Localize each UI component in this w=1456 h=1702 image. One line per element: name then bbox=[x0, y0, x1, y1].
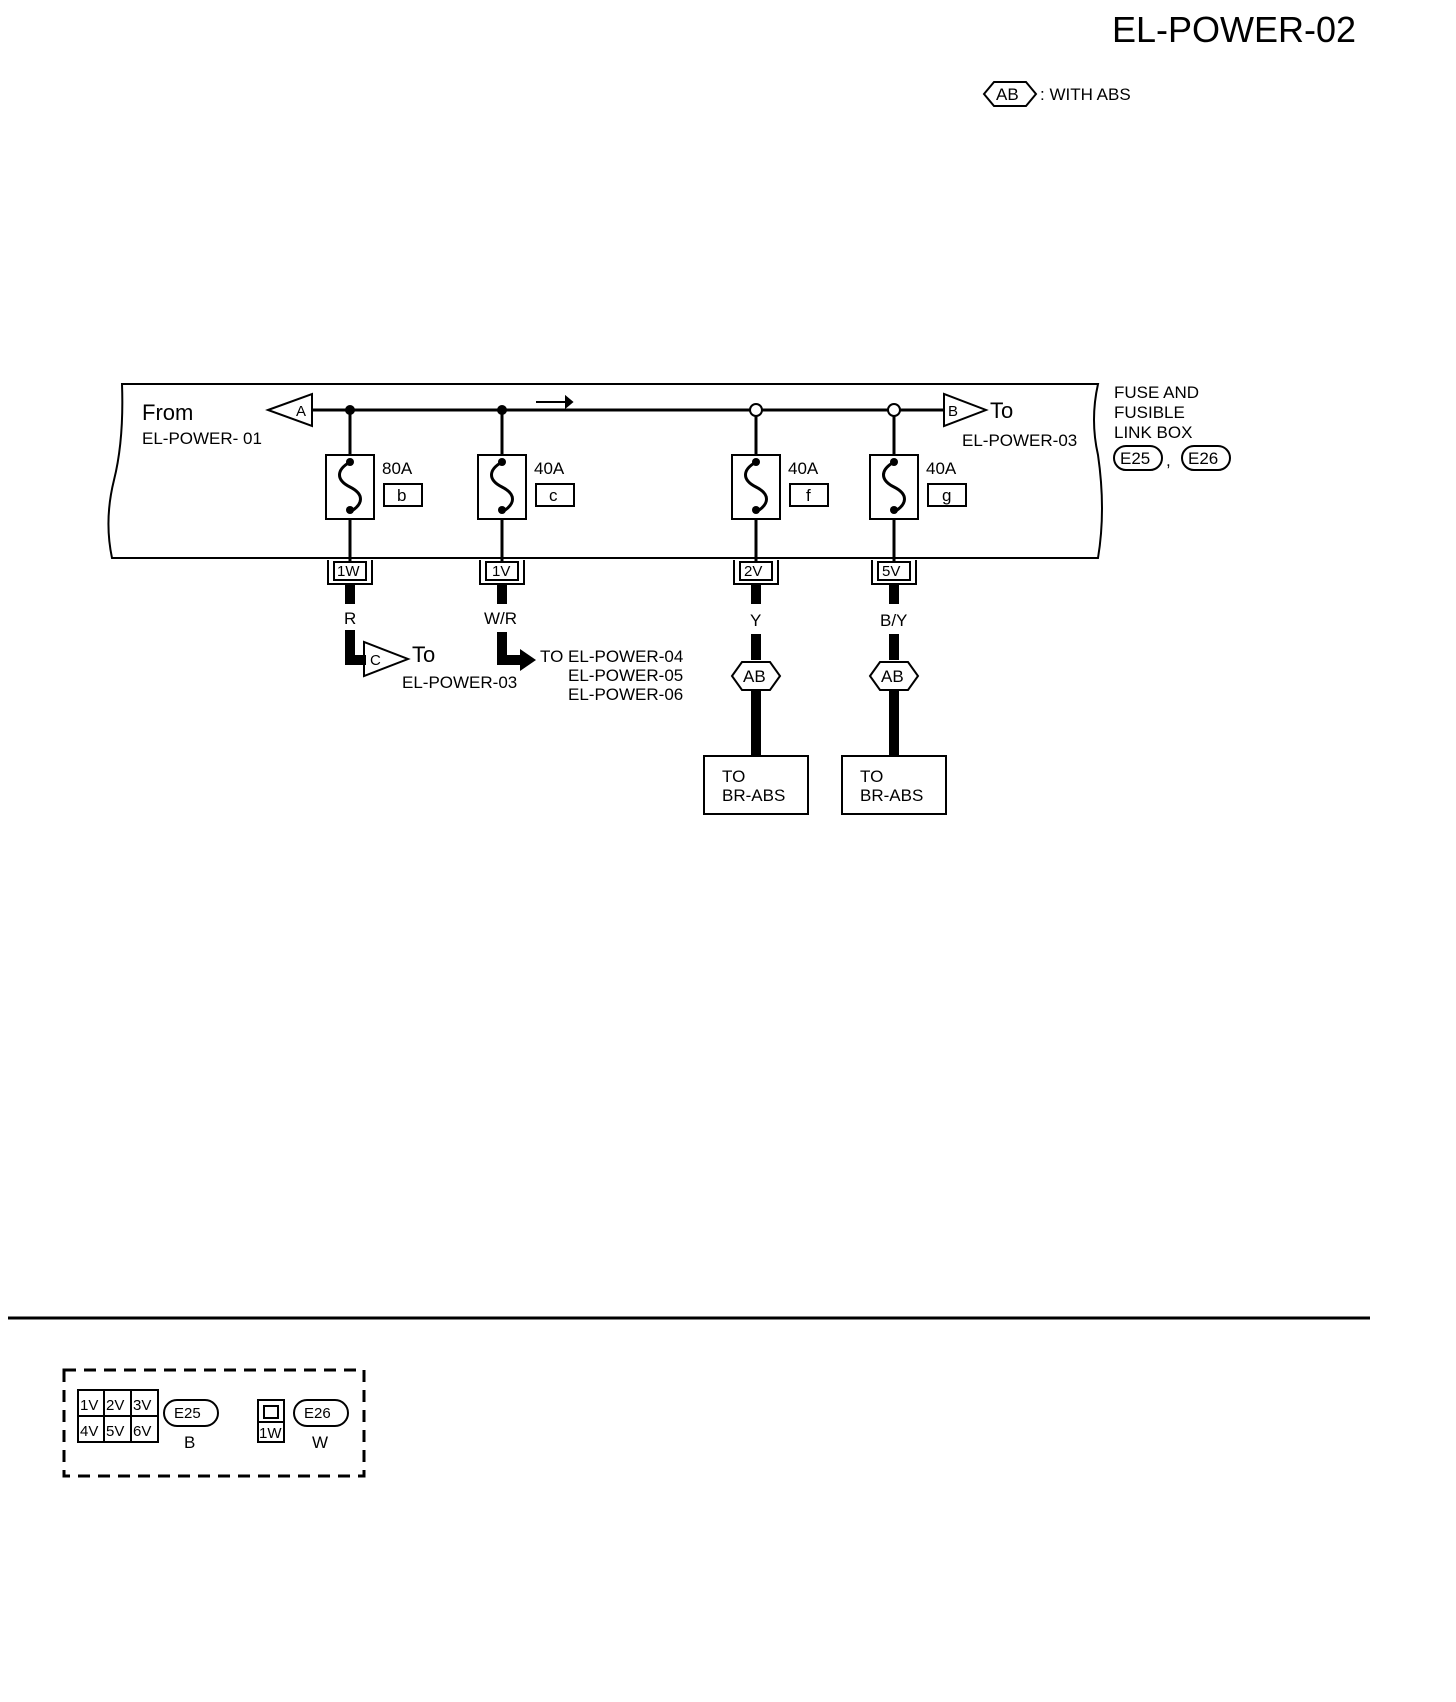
terminal-box bbox=[877, 561, 911, 581]
connector-e26-view: 1W E26 W bbox=[257, 1399, 349, 1452]
abs-legend-text: : WITH ABS bbox=[1040, 85, 1131, 104]
from-connector: A From EL-POWER- 01 bbox=[142, 392, 313, 448]
connector-view-panel: 1V 2V 3V 4V 5V 6V E25 B 1W E26 W bbox=[62, 1368, 366, 1478]
abs-badge-icon bbox=[730, 661, 782, 691]
terminal-box bbox=[739, 561, 773, 581]
wire-color: R bbox=[344, 609, 356, 628]
box-label-line-1: FUSE AND bbox=[1114, 383, 1199, 402]
e26-id-badge bbox=[293, 1399, 349, 1427]
abs-legend-badge-icon bbox=[982, 81, 1038, 107]
fusible-link-icon bbox=[882, 460, 906, 514]
to-multi-line-1: TO EL-POWER-04 bbox=[540, 647, 683, 666]
connector-e26-badge bbox=[1181, 445, 1231, 471]
fusible-link-icon bbox=[744, 460, 768, 514]
to-b-word: To bbox=[990, 398, 1013, 423]
e25-cell-6v: 6V bbox=[133, 1423, 151, 1440]
fuse-link-box-label: FUSE AND FUSIBLE LINK BOX E25 , E26 bbox=[1113, 383, 1231, 471]
to-b-connector: B To EL-POWER-03 bbox=[943, 392, 1077, 450]
harness-route bbox=[497, 632, 522, 665]
e25-cell-5v: 5V bbox=[106, 1423, 124, 1440]
fusible-link-icon bbox=[338, 460, 362, 514]
connector-view-frame bbox=[62, 1368, 366, 1478]
connector-e26-badge-text: E26 bbox=[1188, 449, 1218, 468]
to-multi-line-2: EL-POWER-05 bbox=[568, 666, 683, 685]
fuse-40a-f: 40A f 2V Y AB TO BR-ABS bbox=[703, 403, 829, 815]
abs-badge-text: AB bbox=[881, 667, 904, 686]
fuse-40a-c: 40A c 1V W/R TO EL-POWER-04 EL-POWER-05 … bbox=[477, 405, 683, 704]
e25-cell-2v: 2V bbox=[106, 1397, 124, 1414]
from-a-flag-icon bbox=[265, 392, 313, 428]
fuse-id: g bbox=[942, 486, 951, 505]
connector-separator: , bbox=[1166, 451, 1171, 470]
connector-e26-latch bbox=[263, 1405, 279, 1419]
to-br-abs-line-1: TO bbox=[722, 767, 745, 786]
terminal-box bbox=[333, 561, 367, 581]
e25-cell-4v: 4V bbox=[80, 1423, 98, 1440]
fuse-rating: 40A bbox=[926, 459, 957, 478]
e26-cell-1w: 1W bbox=[259, 1425, 282, 1442]
from-a-tag: A bbox=[296, 403, 306, 420]
connector-e25-badge bbox=[1113, 445, 1163, 471]
fuse-id-box bbox=[383, 483, 423, 507]
e26-id: E26 bbox=[304, 1405, 331, 1422]
e25-cell-3v: 3V bbox=[133, 1397, 151, 1414]
fuse-80a-b: 80A b 1W R C To EL-POWER-03 bbox=[325, 405, 517, 692]
fuse-id-box bbox=[927, 483, 967, 507]
harness-route bbox=[345, 630, 366, 665]
e25-color: B bbox=[184, 1433, 195, 1452]
terminal-box bbox=[485, 561, 519, 581]
fusible-link-icon bbox=[490, 460, 514, 514]
from-ref: EL-POWER- 01 bbox=[142, 429, 262, 448]
to-br-abs-box bbox=[841, 755, 947, 815]
to-c-word: To bbox=[412, 642, 435, 667]
fuse-rating: 40A bbox=[788, 459, 819, 478]
wire-color: Y bbox=[750, 611, 761, 630]
abs-badge-text: AB bbox=[743, 667, 766, 686]
terminal-label: 2V bbox=[744, 563, 762, 580]
bus-open-junction bbox=[749, 403, 763, 417]
box-label-line-2: FUSIBLE bbox=[1114, 403, 1185, 422]
connector-e25-badge-text: E25 bbox=[1120, 449, 1150, 468]
bus-open-junction bbox=[887, 403, 901, 417]
terminal-label: 5V bbox=[882, 563, 900, 580]
current-direction-arrow-icon bbox=[536, 394, 574, 410]
branch-arrow-icon bbox=[520, 649, 536, 671]
abs-badge-icon bbox=[868, 661, 920, 691]
e25-id-badge bbox=[163, 1399, 219, 1427]
abs-legend-badge-text: AB bbox=[996, 85, 1019, 104]
to-br-abs-line-2: BR-ABS bbox=[722, 786, 785, 805]
wire-color: W/R bbox=[484, 609, 517, 628]
legend: AB : WITH ABS bbox=[982, 81, 1131, 107]
wire-color: B/Y bbox=[880, 611, 907, 630]
fuse-id: b bbox=[397, 486, 406, 505]
from-word: From bbox=[142, 400, 193, 425]
fuse-link-box-outline bbox=[107, 383, 1103, 559]
fuse-id-box bbox=[535, 483, 575, 507]
e25-cell-1v: 1V bbox=[80, 1397, 98, 1414]
page-title: EL-POWER-02 bbox=[1112, 9, 1356, 50]
terminal-label: 1V bbox=[492, 563, 510, 580]
connector-e25-view: 1V 2V 3V 4V 5V 6V E25 B bbox=[77, 1389, 219, 1452]
box-label-line-3: LINK BOX bbox=[1114, 423, 1192, 442]
e25-id: E25 bbox=[174, 1405, 201, 1422]
to-b-tag: B bbox=[948, 403, 958, 420]
to-br-abs-line-2: BR-ABS bbox=[860, 786, 923, 805]
fuse-40a-g: 40A g 5V B/Y AB TO BR-ABS bbox=[841, 403, 967, 815]
fuse-rating: 40A bbox=[534, 459, 565, 478]
fuse-rating: 80A bbox=[382, 459, 413, 478]
fuse-id: f bbox=[806, 486, 811, 505]
to-c-flag-icon bbox=[363, 640, 411, 678]
to-br-abs-box bbox=[703, 755, 809, 815]
terminal-label: 1W bbox=[337, 563, 360, 580]
fuse-id-box bbox=[789, 483, 829, 507]
to-c-ref: EL-POWER-03 bbox=[402, 673, 517, 692]
to-b-ref: EL-POWER-03 bbox=[962, 431, 1077, 450]
e26-color: W bbox=[312, 1433, 328, 1452]
fuse-id: c bbox=[549, 486, 558, 505]
to-multi-line-3: EL-POWER-06 bbox=[568, 685, 683, 704]
to-b-flag-icon bbox=[943, 392, 989, 428]
to-br-abs-line-1: TO bbox=[860, 767, 883, 786]
to-c-tag: C bbox=[370, 652, 381, 669]
